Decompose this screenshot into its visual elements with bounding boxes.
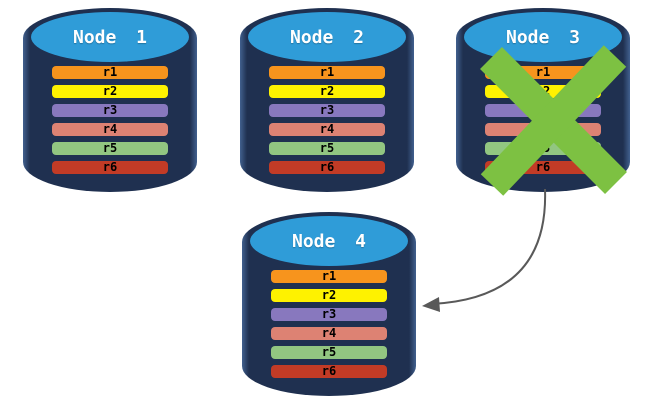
node-3-title: Node 3 — [505, 26, 581, 48]
record-r3: r3 — [52, 104, 168, 117]
record-r6: r6 — [271, 365, 387, 378]
record-r4: r4 — [269, 123, 385, 136]
record-r6: r6 — [485, 161, 601, 174]
node-4-cylinder-top: Node 4 — [250, 216, 408, 266]
record-r6: r6 — [269, 161, 385, 174]
record-r5: r5 — [52, 142, 168, 155]
replication-arrow — [431, 188, 547, 305]
record-r3: r3 — [485, 104, 601, 117]
node-4-title: Node 4 — [291, 230, 367, 252]
record-r2: r2 — [269, 85, 385, 98]
arrowhead-icon — [422, 297, 440, 312]
record-r2: r2 — [485, 85, 601, 98]
record-r2: r2 — [52, 85, 168, 98]
node-2: Node 2 r1 r2 r3 r4 r5 r6 — [240, 8, 414, 192]
record-r1: r1 — [269, 66, 385, 79]
record-r6: r6 — [52, 161, 168, 174]
record-r5: r5 — [269, 142, 385, 155]
node-1-record-list: r1 r2 r3 r4 r5 r6 — [52, 66, 168, 180]
node-4-record-list: r1 r2 r3 r4 r5 r6 — [271, 270, 387, 384]
node-1-title: Node 1 — [72, 26, 148, 48]
record-r1: r1 — [271, 270, 387, 283]
record-r5: r5 — [485, 142, 601, 155]
record-r3: r3 — [271, 308, 387, 321]
record-r4: r4 — [271, 327, 387, 340]
node-2-record-list: r1 r2 r3 r4 r5 r6 — [269, 66, 385, 180]
node-2-cylinder-top: Node 2 — [248, 12, 406, 62]
record-r4: r4 — [52, 123, 168, 136]
record-r4: r4 — [485, 123, 601, 136]
record-r1: r1 — [52, 66, 168, 79]
node-1-cylinder-top: Node 1 — [31, 12, 189, 62]
record-r5: r5 — [271, 346, 387, 359]
node-1: Node 1 r1 r2 r3 r4 r5 r6 — [23, 8, 197, 192]
record-r1: r1 — [485, 66, 601, 79]
node-4: Node 4 r1 r2 r3 r4 r5 r6 — [242, 212, 416, 396]
record-r3: r3 — [269, 104, 385, 117]
node-2-title: Node 2 — [289, 26, 365, 48]
record-r2: r2 — [271, 289, 387, 302]
node-3-record-list: r1 r2 r3 r4 r5 r6 — [485, 66, 601, 180]
node-3-cylinder-top: Node 3 — [464, 12, 622, 62]
node-3: Node 3 r1 r2 r3 r4 r5 r6 — [456, 8, 630, 192]
